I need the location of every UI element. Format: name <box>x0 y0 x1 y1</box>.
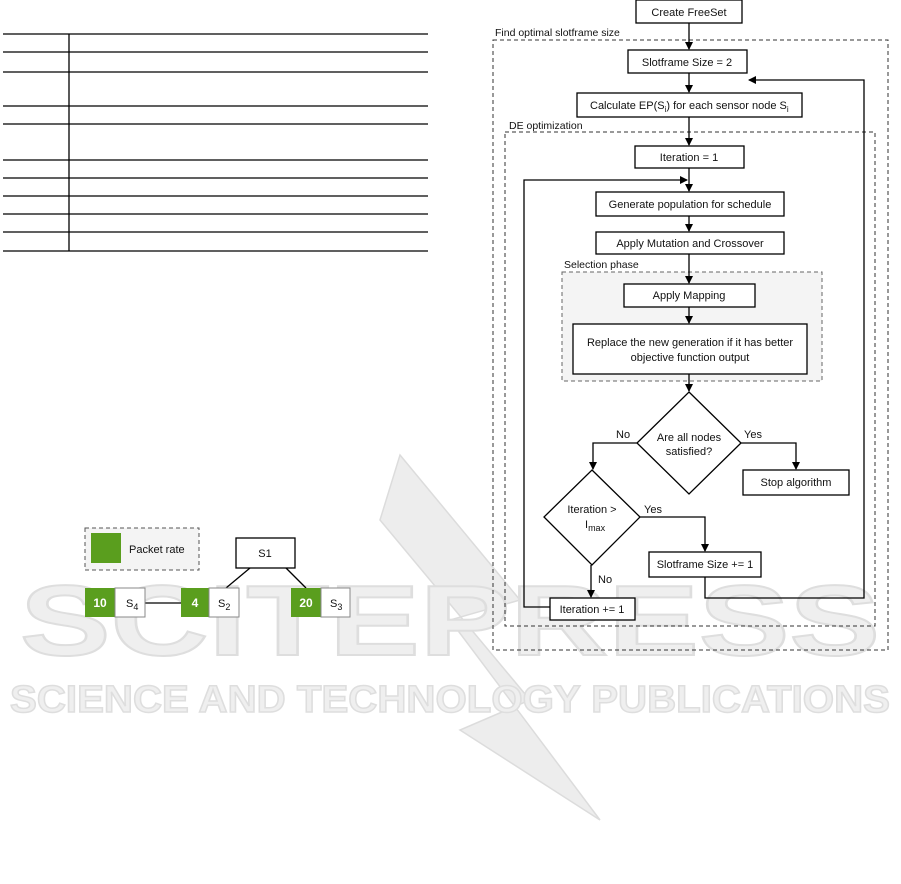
create-freeset-label: Create FreeSet <box>651 7 726 19</box>
mutation-box <box>595 231 785 255</box>
calc-ep-box <box>576 92 803 118</box>
decision2-line1: Iteration > <box>567 504 616 516</box>
calc-ep-label: Calculate EP(Si) for each sensor node Si <box>590 100 789 114</box>
decision1-line1: Are all nodes <box>657 432 722 444</box>
outer-group-frame <box>492 39 889 651</box>
replace-label-line1: Replace the new generation if it has bet… <box>587 337 793 349</box>
de-group-frame <box>504 131 876 627</box>
node-label: S4 <box>126 598 138 612</box>
slotframe-init-box <box>627 49 748 74</box>
legend-swatch <box>91 533 121 563</box>
decision1-line2: satisfied? <box>666 446 712 458</box>
watermark-title: SCITEPRESS <box>20 565 880 677</box>
mapping-label: Apply Mapping <box>653 290 726 302</box>
replace-label-line2: objective function output <box>631 352 750 364</box>
outer-group-label: Find optimal slotframe size <box>495 27 620 39</box>
watermark-subtitle: SCIENCE AND TECHNOLOGY PUBLICATIONS <box>10 679 890 721</box>
slotframe-inc-label: Slotframe Size += 1 <box>657 559 754 571</box>
flowchart: Find optimal slotframe size DE optimizat… <box>492 0 889 651</box>
node-label: S3 <box>330 598 342 612</box>
packet-rate: 20 <box>299 596 313 610</box>
all-nodes-satisfied-decision <box>636 391 742 495</box>
root-node-label: S1 <box>258 548 271 560</box>
stop-box <box>742 469 850 496</box>
legend-label: Packet rate <box>129 544 185 556</box>
sensor-node-s2: 4 S2 <box>181 587 240 618</box>
network-diagram: Packet rate S1 10 S4 4 S2 20 S3 <box>84 527 351 618</box>
create-freeset-box <box>635 0 743 24</box>
slotframe-init-label: Slotframe Size = 2 <box>642 57 732 69</box>
packet-rate: 10 <box>93 596 107 610</box>
packet-rate: 4 <box>192 596 199 610</box>
watermark: SCITEPRESS SCIENCE AND TECHNOLOGY PUBLIC… <box>9 453 891 821</box>
stop-label: Stop algorithm <box>761 477 832 489</box>
no2-label: No <box>598 574 612 586</box>
sensor-node-s3: 20 S3 <box>291 587 351 618</box>
yes-label: Yes <box>744 429 762 441</box>
mapping-box <box>623 283 756 308</box>
de-group-label: DE optimization <box>509 120 583 132</box>
sensor-node-s4: 10 S4 <box>85 587 146 618</box>
generate-box <box>595 191 785 217</box>
node-label: S2 <box>218 598 230 612</box>
generate-label: Generate population for schedule <box>609 199 772 211</box>
mutation-label: Apply Mutation and Crossover <box>616 238 764 250</box>
decision2-line2: Imax <box>585 519 606 533</box>
no-label: No <box>616 429 630 441</box>
iteration-init-label: Iteration = 1 <box>660 152 718 164</box>
iteration-inc-box <box>549 597 636 621</box>
iteration-max-decision <box>543 469 641 566</box>
replace-box <box>572 323 808 375</box>
slotframe-inc-box <box>648 551 762 578</box>
iteration-inc-label: Iteration += 1 <box>560 604 625 616</box>
parameter-table <box>3 33 428 252</box>
yes2-label: Yes <box>644 504 662 516</box>
iteration-init-box <box>634 145 745 169</box>
root-node <box>235 537 296 569</box>
selection-group-label: Selection phase <box>564 259 639 271</box>
